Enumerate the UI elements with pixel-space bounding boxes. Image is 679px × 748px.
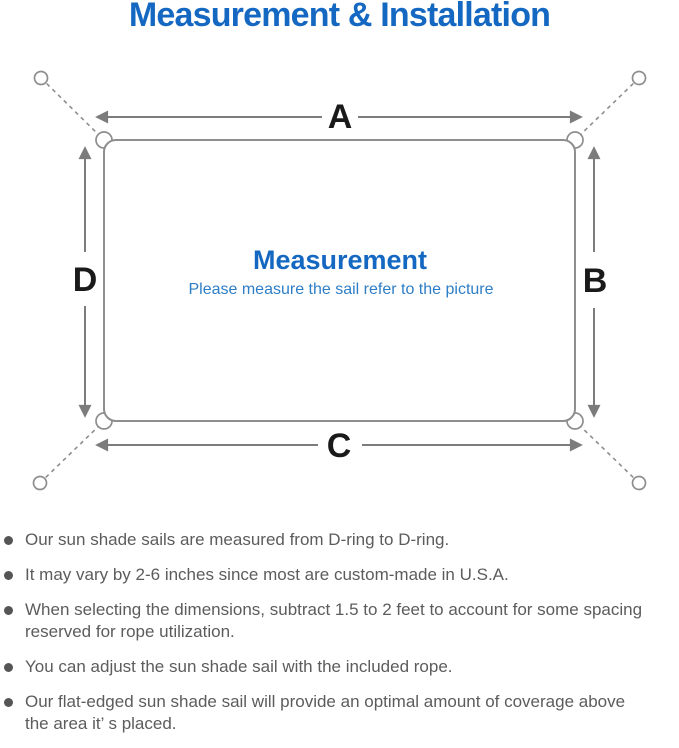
- measurement-diagram: A B C D Measurement Please measure the s…: [32, 70, 647, 491]
- anchor-ring-icon-top-left: [33, 70, 49, 86]
- bullet-icon: [4, 571, 13, 580]
- anchor-ring-icon-top-right: [631, 70, 647, 86]
- list-item-text: Our sun shade sails are measured from D-…: [25, 529, 449, 551]
- list-item: When selecting the dimensions, subtract …: [0, 599, 679, 643]
- tether-line-bottom-right: [574, 420, 640, 484]
- list-item-line: You can adjust the sun shade sail with t…: [25, 657, 453, 676]
- tether-line-top-right: [574, 77, 640, 141]
- dimension-label-d: D: [73, 261, 98, 299]
- sail-outline: [103, 139, 576, 422]
- bullet-icon: [4, 663, 13, 672]
- tether-line-top-left: [40, 77, 105, 141]
- list-item: Our flat-edged sun shade sail will provi…: [0, 691, 679, 735]
- notes-list: Our sun shade sails are measured from D-…: [0, 529, 679, 748]
- bullet-icon: [4, 606, 13, 615]
- list-item: Our sun shade sails are measured from D-…: [0, 529, 679, 551]
- list-item-text: It may vary by 2-6 inches since most are…: [25, 564, 509, 586]
- list-item-text: You can adjust the sun shade sail with t…: [25, 656, 453, 678]
- dimension-label-b: B: [583, 262, 608, 300]
- bullet-icon: [4, 698, 13, 707]
- list-item-line: the area it’ s placed.: [25, 714, 177, 733]
- measurement-heading: Measurement: [253, 245, 427, 275]
- list-item: It may vary by 2-6 inches since most are…: [0, 564, 679, 586]
- list-item-text: When selecting the dimensions, subtract …: [25, 599, 642, 643]
- measurement-subtitle: Please measure the sail refer to the pic…: [188, 281, 493, 298]
- tether-line-bottom-left: [39, 420, 105, 484]
- list-item-line: reserved for rope utilization.: [25, 622, 235, 641]
- list-item-line: It may vary by 2-6 inches since most are…: [25, 565, 509, 584]
- list-item-line: Our flat-edged sun shade sail will provi…: [25, 692, 626, 711]
- dimension-label-a: A: [328, 98, 353, 136]
- list-item-line: When selecting the dimensions, subtract …: [25, 600, 643, 619]
- list-item-text: Our flat-edged sun shade sail will provi…: [25, 691, 625, 735]
- list-item: You can adjust the sun shade sail with t…: [0, 656, 679, 678]
- list-item-line: Our sun shade sails are measured from D-…: [25, 530, 450, 549]
- page-title: Measurement & Installation: [128, 0, 551, 34]
- anchor-ring-icon-bottom-right: [631, 475, 647, 491]
- anchor-ring-icon-bottom-left: [32, 475, 48, 491]
- dimension-label-c: C: [327, 427, 352, 465]
- bullet-icon: [4, 536, 13, 545]
